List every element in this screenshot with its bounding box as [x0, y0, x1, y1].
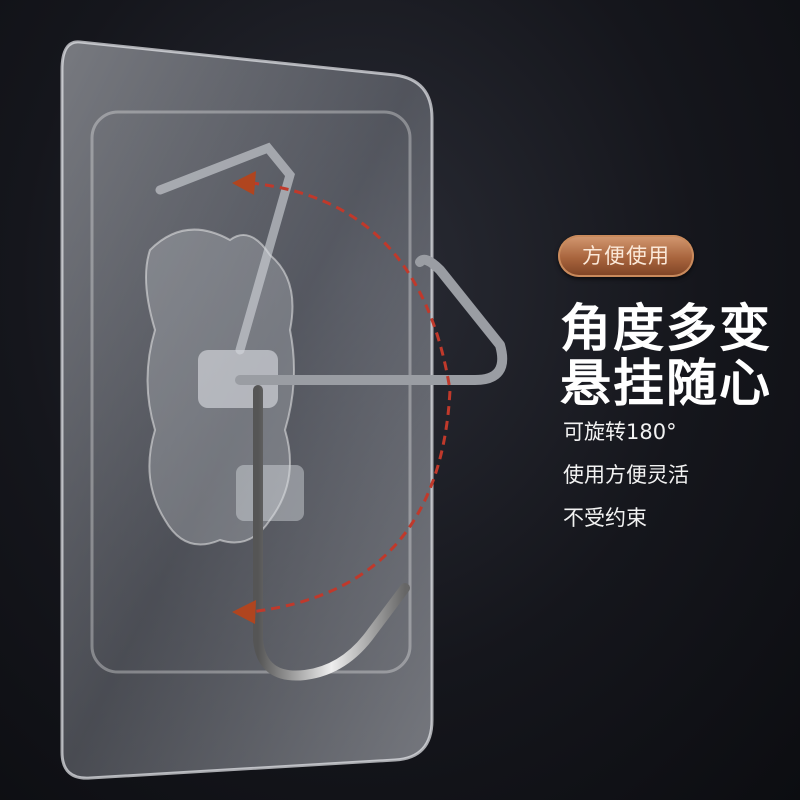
- feature-text: 不受约束: [563, 506, 647, 530]
- feature-text: 使用方便灵活: [563, 463, 689, 487]
- rotated-hook: [155, 142, 295, 355]
- arrowhead-top-icon: [232, 171, 256, 195]
- feature-badge: 方便使用: [558, 235, 694, 277]
- headline-line-2: 悬挂随心: [560, 355, 773, 414]
- headline-line-1: 角度多变: [560, 300, 773, 359]
- feature-text: 可旋转180°: [563, 420, 677, 444]
- arrowhead-bottom-icon: [232, 600, 256, 624]
- rotation-arrow: [232, 171, 452, 624]
- metal-hook: [235, 254, 508, 681]
